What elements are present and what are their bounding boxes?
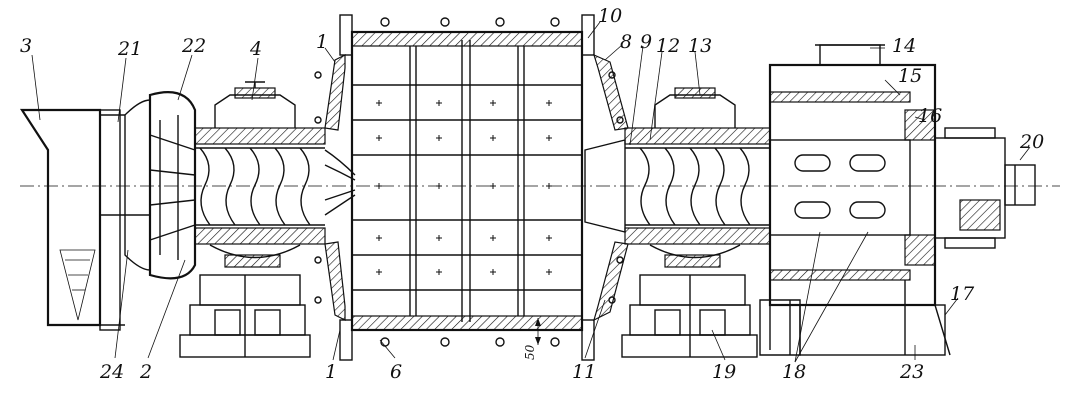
label-6: 6 <box>390 361 402 383</box>
label-13: 13 <box>688 35 712 57</box>
label-12: 12 <box>656 35 680 57</box>
central-drum <box>350 17 584 347</box>
intake-hopper <box>19 108 150 331</box>
left-top-bearing <box>214 81 296 128</box>
discharge-chamber <box>759 44 951 356</box>
label-3: 3 <box>20 35 32 57</box>
right-support <box>621 244 758 358</box>
label-9: 9 <box>640 31 652 53</box>
label-4: 4 <box>249 38 262 60</box>
label-1-top: 1 <box>316 31 328 53</box>
left-screw-barrel <box>194 127 326 245</box>
drive-motor <box>934 127 1036 249</box>
left-support <box>179 244 311 358</box>
label-19: 19 <box>712 361 736 383</box>
dimension-50-label: 50 <box>523 344 537 360</box>
dimension-50-marker <box>535 318 541 345</box>
label-22: 22 <box>181 35 206 57</box>
label-15: 15 <box>898 65 922 87</box>
label-1-bottom: 1 <box>325 361 337 383</box>
fan-housing <box>124 91 197 280</box>
callout-labels: 3 21 22 4 1 10 8 9 12 13 14 15 16 20 17 … <box>20 5 1044 383</box>
right-screw-barrel <box>624 87 771 245</box>
label-20: 20 <box>1019 131 1044 153</box>
label-8: 8 <box>620 31 632 53</box>
leader-lines <box>31 21 1031 363</box>
label-2: 2 <box>139 361 152 383</box>
label-10: 10 <box>598 5 622 27</box>
label-23: 23 <box>899 361 924 383</box>
label-24: 24 <box>99 361 124 383</box>
label-21: 21 <box>117 38 142 60</box>
label-17: 17 <box>950 283 975 305</box>
left-cone <box>314 14 356 361</box>
label-18: 18 <box>782 361 806 383</box>
label-11: 11 <box>572 361 596 383</box>
label-16: 16 <box>918 105 942 127</box>
label-14: 14 <box>892 35 916 57</box>
right-cone <box>581 14 629 361</box>
